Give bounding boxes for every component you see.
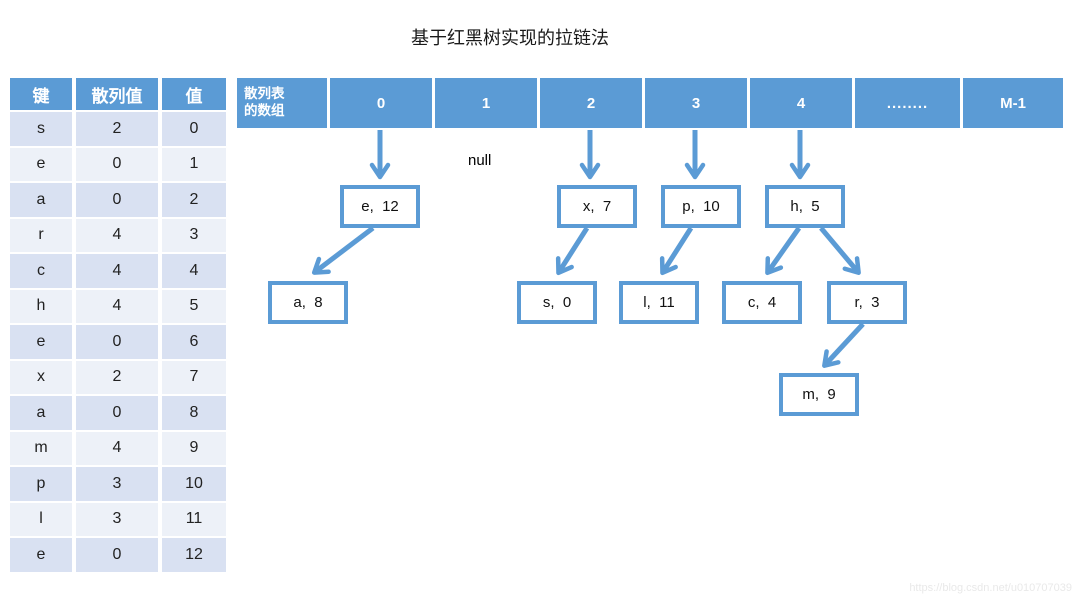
array-cell-4: 4	[750, 78, 852, 128]
cell-key: x	[10, 360, 72, 394]
table-header-key: 键	[10, 78, 72, 110]
table-row: e 0 12	[10, 538, 230, 572]
array-cell-2: 2	[540, 78, 642, 128]
array-cell-0: 0	[330, 78, 432, 128]
cell-value: 7	[162, 360, 226, 394]
cell-value: 12	[162, 538, 226, 572]
table-row: r 4 3	[10, 218, 230, 252]
cell-value: 6	[162, 325, 226, 359]
cell-key: r	[10, 218, 72, 252]
tree-node-r3: r, 3	[827, 281, 907, 324]
table-row: m 4 9	[10, 431, 230, 465]
table-body: s 2 0 e 0 1 a 0 2 r 4 3 c 4 4	[10, 112, 230, 572]
tree-node-s0: s, 0	[517, 281, 597, 324]
key-hash-value-table: 键 散列值 值 s 2 0 e 0 1 a 0 2 r 4 3	[10, 78, 230, 574]
cell-hash: 0	[76, 183, 158, 217]
cell-value: 1	[162, 147, 226, 181]
cell-key: l	[10, 502, 72, 536]
cell-hash: 4	[76, 289, 158, 323]
hash-array-label: 散列表 的数组	[237, 78, 327, 128]
tree-node-m9: m, 9	[779, 373, 859, 416]
cell-key: e	[10, 538, 72, 572]
tree-node-x7: x, 7	[557, 185, 637, 228]
array-cell-m-1: M-1	[963, 78, 1063, 128]
cell-hash: 2	[76, 112, 158, 146]
cell-hash: 0	[76, 538, 158, 572]
tree-node-h5: h, 5	[765, 185, 845, 228]
cell-value: 4	[162, 254, 226, 288]
cell-key: a	[10, 396, 72, 430]
cell-hash: 3	[76, 467, 158, 501]
hash-array-label-line2: 的数组	[244, 103, 285, 118]
arrow-h5-to-c4	[765, 226, 802, 276]
arrow-r3-to-m9	[822, 322, 865, 368]
null-label: null	[468, 152, 492, 169]
arrow-p10-to-l11	[659, 226, 694, 276]
table-header-value: 值	[162, 78, 226, 110]
cell-key: a	[10, 183, 72, 217]
cell-hash: 0	[76, 396, 158, 430]
cell-key: s	[10, 112, 72, 146]
cell-hash: 2	[76, 360, 158, 394]
table-row: p 3 10	[10, 467, 230, 501]
diagram-title: 基于红黑树实现的拉链法	[411, 28, 609, 48]
cell-value: 3	[162, 218, 226, 252]
tree-node-c4: c, 4	[722, 281, 802, 324]
hash-array-label-line1: 散列表	[244, 86, 285, 102]
watermark-url: https://blog.csdn.net/u010707039	[909, 582, 1072, 594]
hash-array-strip: 散列表 的数组 0 1 2 3 4 ........ M-1	[237, 78, 1063, 128]
cell-value: 2	[162, 183, 226, 217]
tree-node-l11: l, 11	[619, 281, 699, 324]
cell-value: 9	[162, 431, 226, 465]
cell-hash: 0	[76, 147, 158, 181]
cell-key: p	[10, 467, 72, 501]
cell-value: 5	[162, 289, 226, 323]
table-row: h 4 5	[10, 289, 230, 323]
cell-hash: 4	[76, 218, 158, 252]
table-row: l 3 11	[10, 502, 230, 536]
tree-node-p10: p, 10	[661, 185, 741, 228]
table-row: a 0 8	[10, 396, 230, 430]
table-row: c 4 4	[10, 254, 230, 288]
cell-hash: 3	[76, 502, 158, 536]
table-row: e 0 6	[10, 325, 230, 359]
cell-hash: 0	[76, 325, 158, 359]
array-cell-3: 3	[645, 78, 747, 128]
arrow-e12-to-a8	[311, 226, 375, 275]
cell-key: h	[10, 289, 72, 323]
tree-node-a8: a, 8	[268, 281, 348, 324]
cell-key: e	[10, 325, 72, 359]
cell-key: e	[10, 147, 72, 181]
cell-value: 10	[162, 467, 226, 501]
cell-value: 0	[162, 112, 226, 146]
array-cell-ellipsis: ........	[855, 78, 960, 128]
cell-hash: 4	[76, 254, 158, 288]
table-row: e 0 1	[10, 147, 230, 181]
arrow-h5-to-r3	[819, 226, 861, 276]
table-row: s 2 0	[10, 112, 230, 146]
tree-node-e12: e, 12	[340, 185, 420, 228]
table-row: x 2 7	[10, 360, 230, 394]
cell-key: c	[10, 254, 72, 288]
table-header-hash: 散列值	[76, 78, 158, 110]
cell-hash: 4	[76, 431, 158, 465]
array-cell-1: 1	[435, 78, 537, 128]
cell-value: 11	[162, 502, 226, 536]
table-header-row: 键 散列值 值	[10, 78, 230, 110]
cell-value: 8	[162, 396, 226, 430]
table-row: a 0 2	[10, 183, 230, 217]
cell-key: m	[10, 431, 72, 465]
arrow-x7-to-s0	[555, 226, 590, 276]
